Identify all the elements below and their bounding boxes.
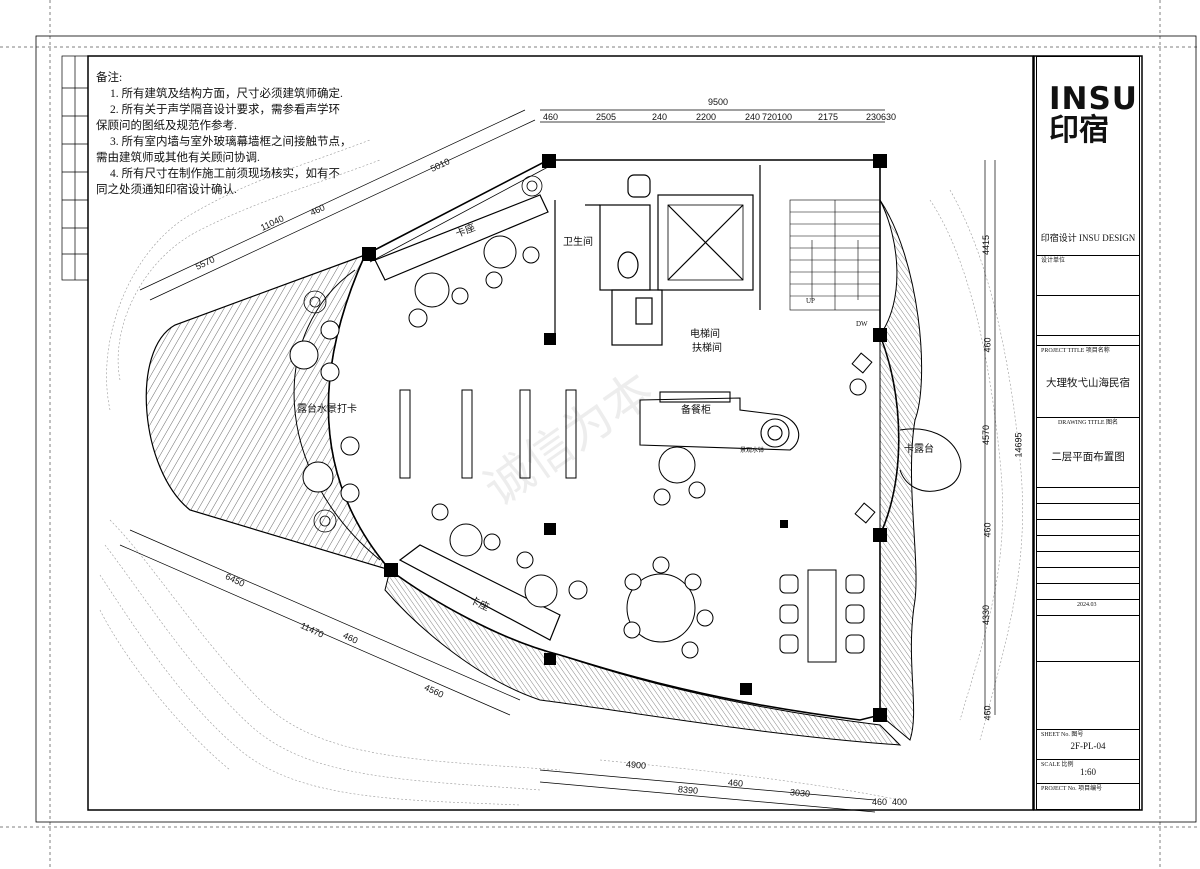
- dim-top-4: 2200: [696, 112, 717, 122]
- project-title-label: PROJECT TITLE 项目名称: [1041, 348, 1110, 354]
- info-row-7: [1037, 583, 1139, 599]
- room-label-terrace-right: 卡露台: [904, 444, 934, 455]
- logo-line-1: INSU: [1049, 81, 1138, 117]
- dim-bottom-2: 8390: [677, 784, 699, 796]
- drawing-title: 二层平面布置图: [1051, 452, 1125, 463]
- dim-top-5: 240: [745, 112, 761, 122]
- project-no-row: PROJECT No. 项目编号: [1037, 783, 1139, 809]
- design-unit-label: 设计单位: [1041, 258, 1066, 264]
- remarks-row: [1037, 615, 1139, 661]
- dim-top-1: 460: [543, 112, 559, 122]
- dim-right-3: 4570: [981, 424, 992, 446]
- scale-row: SCALE 比例 1:60: [1037, 759, 1139, 783]
- south-deck: [384, 569, 902, 746]
- date-row: 2024.03: [1037, 599, 1139, 615]
- remarks-row-2: [1037, 661, 1139, 729]
- tables-and-chairs: [289, 235, 876, 659]
- dim-right-1: 4415: [981, 234, 992, 256]
- terrain-contours: [99, 139, 1023, 806]
- info-row-4: [1037, 535, 1139, 551]
- note-line-3: 保顾问的图纸及规范作参考.: [96, 120, 237, 132]
- drawing-title-label: DRAWING TITLE 图名: [1057, 420, 1119, 426]
- drawing-date: 2024.03: [1077, 602, 1097, 608]
- sheet-no-label: SHEET No. 图号: [1041, 732, 1084, 738]
- booth-benches: [374, 194, 561, 641]
- dim-right-2: 460: [982, 337, 993, 353]
- revision-strip: [61, 55, 89, 281]
- dim-top-8: 230630: [866, 112, 897, 122]
- dim-top-2: 2505: [596, 112, 617, 122]
- east-deck: [879, 199, 923, 741]
- project-name: 大理牧弋山海民宿: [1046, 378, 1130, 389]
- dim-top-6: 720100: [762, 112, 793, 122]
- note-line-6: 4. 所有尺寸在制作施工前须现场核实，如有不: [110, 168, 340, 180]
- sheet-no-row: SHEET No. 图号 2F-PL-04: [1037, 729, 1139, 759]
- core-walls: [554, 165, 761, 346]
- service-counter: [639, 391, 800, 451]
- dim-top-total: 9500: [708, 97, 729, 107]
- project-no-label: PROJECT No. 项目编号: [1041, 786, 1103, 792]
- insu-logo: INSU 印宿: [1049, 83, 1138, 147]
- notes-title: 备注:: [96, 72, 123, 84]
- room-label-terrace: 露台水景打卡: [297, 404, 357, 415]
- dim-top-3: 240: [652, 112, 668, 122]
- dim-right-6: 460: [982, 705, 993, 721]
- note-line-7: 同之处须通知印宿设计确认.: [96, 184, 237, 196]
- note-line-1: 1. 所有建筑及结构方面，尺寸必须建筑师确定.: [110, 88, 343, 100]
- dim-right-total: 14695: [1013, 432, 1024, 458]
- dim-bottom-6: 400: [892, 797, 908, 807]
- dim-top-7: 2175: [818, 112, 839, 122]
- info-row-6: [1037, 567, 1139, 583]
- dim-bottom-4: 3030: [789, 787, 811, 799]
- title-block: INSU 印宿 印宿设计 INSU DESIGN 设计单位 PROJECT TI…: [1036, 56, 1140, 810]
- room-label-elevator: 电梯间: [690, 329, 720, 340]
- bar-tables: [399, 389, 837, 663]
- info-row-3: [1037, 519, 1139, 535]
- scale-label: SCALE 比例: [1041, 762, 1074, 768]
- blank-row-1: [1037, 295, 1139, 335]
- room-label-service: 备餐柜: [681, 405, 711, 416]
- note-line-5: 需由建筑师或其他有关顾问协调.: [96, 152, 260, 164]
- fountain-label: 景观水钵: [740, 448, 765, 454]
- terrace-curve: [293, 269, 381, 561]
- columns: [362, 154, 887, 722]
- logo-line-2: 印宿: [1049, 113, 1109, 148]
- stair-up-label: UP: [806, 297, 815, 305]
- info-row-1: [1037, 487, 1139, 503]
- info-row-5: [1037, 551, 1139, 567]
- balcony-lobe: [899, 428, 962, 492]
- brand-name: 印宿设计 INSU DESIGN: [1040, 233, 1136, 243]
- room-label-elevator-sub: 扶梯间: [692, 343, 722, 354]
- dim-bottom-5: 460: [872, 797, 888, 807]
- dimension-lines: [119, 109, 996, 813]
- project-title-row: PROJECT TITLE 项目名称: [1037, 345, 1139, 405]
- drawing-title-row: DRAWING TITLE 图名: [1037, 417, 1139, 457]
- stair-down-label: DW: [856, 320, 868, 328]
- plants: [303, 175, 543, 533]
- note-line-2: 2. 所有关于声学隔音设计要求，需参看声学环: [110, 104, 340, 116]
- design-unit-row: 设计单位: [1037, 255, 1139, 295]
- sheet-no: 2F-PL-04: [1070, 741, 1106, 751]
- dim-bottom-3: 460: [727, 777, 744, 789]
- info-row-2: [1037, 503, 1139, 519]
- room-label-restroom: 卫生间: [563, 237, 593, 248]
- note-line-4: 3. 所有室内墙与室外玻璃幕墙框之间接触节点，: [110, 136, 352, 148]
- blank-row-2: [1037, 335, 1139, 365]
- general-notes: 备注: 1. 所有建筑及结构方面，尺寸必须建筑师确定. 2. 所有关于声学隔音设…: [96, 70, 386, 198]
- dim-bottom-1: 4900: [625, 759, 647, 771]
- scale-value: 1:60: [1079, 767, 1096, 777]
- dim-right-4: 460: [982, 522, 993, 538]
- staircase: [789, 199, 881, 311]
- dim-right-5: 4330: [981, 604, 992, 626]
